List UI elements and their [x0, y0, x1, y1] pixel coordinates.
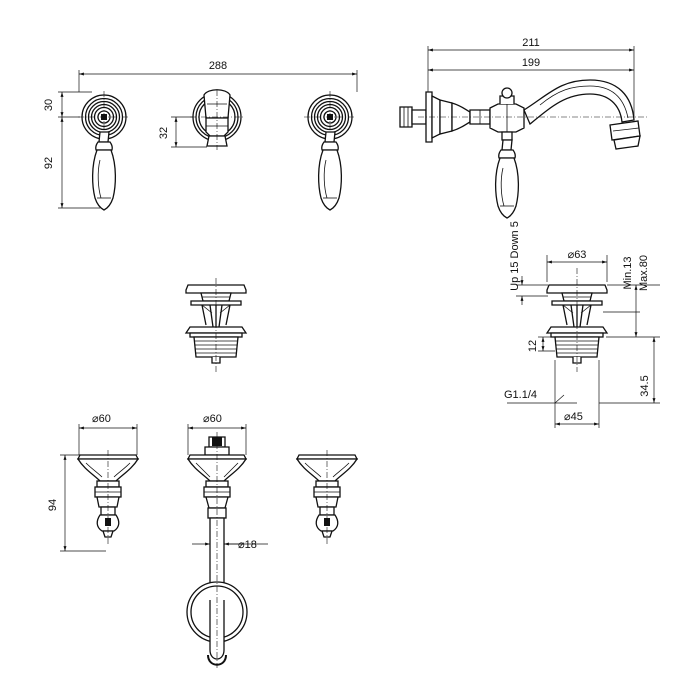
left-lever-front [91, 131, 117, 211]
spout-reach-label: 199 [522, 57, 540, 69]
spout-pipe-dia-label: ⌀18 [238, 539, 257, 551]
front-view: 288 30 92 32 [43, 60, 358, 211]
drain-thread-label: G1.1/4 [504, 389, 537, 401]
center-spout-front [190, 89, 244, 150]
drain-max-label: Max.80 [638, 255, 650, 291]
drain-34-5-label: 34.5 [639, 375, 651, 396]
spout-total-label: 211 [522, 37, 540, 49]
side-height-label: 94 [47, 499, 59, 511]
rose-mid-dia-label: ⌀60 [203, 413, 222, 425]
center-height-label: 32 [158, 127, 170, 139]
overall-width-label: 288 [209, 60, 227, 72]
center-spout-top: ⌀18 [186, 432, 268, 668]
drain-travel-label: Up 15 Down 5 [509, 221, 521, 291]
top-view: ⌀60 ⌀60 94 [47, 413, 358, 668]
handle-height-label: 92 [43, 157, 55, 169]
handle-top-label: 30 [43, 99, 55, 111]
drain-min-label: Min.13 [622, 256, 634, 289]
popup-waste-right: ⌀63 Up 15 Down 5 Min.13 Max.80 12 34.5 G… [504, 221, 660, 428]
drain-12-label: 12 [527, 340, 539, 352]
drain-cap-dia-label: ⌀63 [568, 249, 587, 261]
rose-left-dia-label: ⌀60 [92, 413, 111, 425]
drain-45-label: ⌀45 [564, 411, 583, 423]
right-lever-front [317, 131, 343, 211]
side-view: 211 199 [399, 37, 648, 219]
